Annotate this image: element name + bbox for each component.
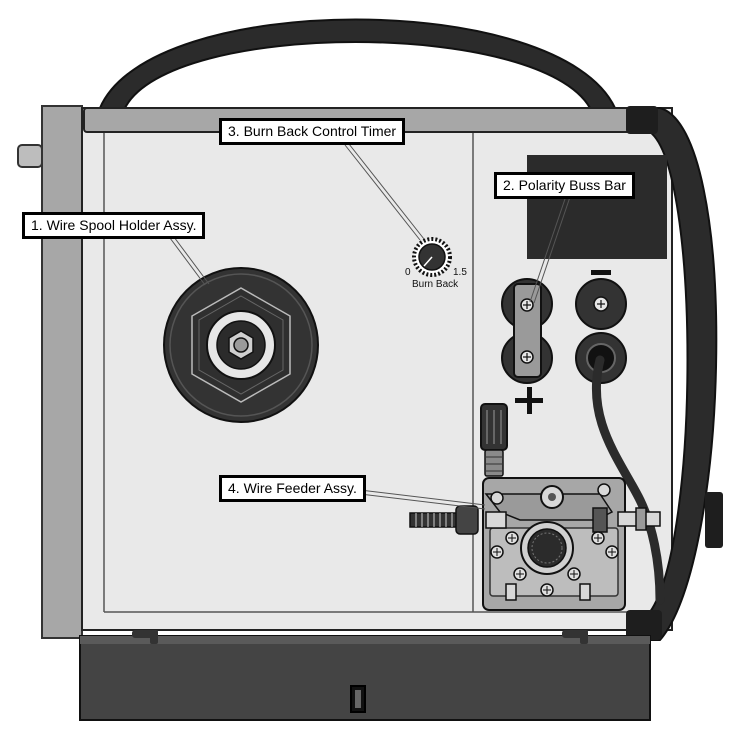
callout-wire-feeder-assy: 4. Wire Feeder Assy. bbox=[219, 475, 366, 502]
left-edge-rail bbox=[41, 105, 83, 639]
callout-wire-spool-holder: 1. Wire Spool Holder Assy. bbox=[22, 212, 206, 239]
tension-knob[interactable] bbox=[480, 403, 508, 477]
carry-handle bbox=[98, 18, 617, 109]
gun-cable bbox=[591, 355, 665, 605]
bottom-base-highlight bbox=[80, 636, 650, 644]
hinge-clip-left bbox=[132, 630, 158, 644]
callout-burn-back-control-timer: 3. Burn Back Control Timer bbox=[219, 118, 406, 145]
right-handle-top-cap bbox=[626, 106, 658, 134]
negative-symbol bbox=[591, 270, 611, 275]
burn-back-knob[interactable] bbox=[412, 237, 452, 277]
burn-back-label: Burn Back bbox=[412, 279, 459, 290]
right-handle-bottom-cap bbox=[626, 610, 662, 640]
hinge-clip-right bbox=[562, 630, 588, 644]
base-vent-slot-inner bbox=[355, 690, 361, 708]
right-handle-clip bbox=[705, 492, 723, 548]
leader-wire-spool bbox=[169, 236, 210, 286]
negative-terminal bbox=[575, 278, 627, 330]
polarity-buss-bar bbox=[501, 278, 553, 384]
burn-back-max-label: 1.5 bbox=[453, 267, 467, 278]
polarity-label-plate bbox=[527, 155, 667, 259]
burn-back-min-label: 0 bbox=[405, 267, 411, 278]
positive-symbol bbox=[515, 387, 543, 414]
wire-spool-holder bbox=[163, 267, 319, 423]
leader-wire-feeder bbox=[359, 489, 486, 510]
leader-polarity bbox=[529, 195, 571, 304]
leader-burn-back bbox=[344, 143, 425, 241]
side-knob bbox=[17, 144, 43, 168]
wire-feeder-assembly bbox=[409, 477, 661, 611]
callout-polarity-buss-bar: 2. Polarity Buss Bar bbox=[494, 172, 635, 199]
